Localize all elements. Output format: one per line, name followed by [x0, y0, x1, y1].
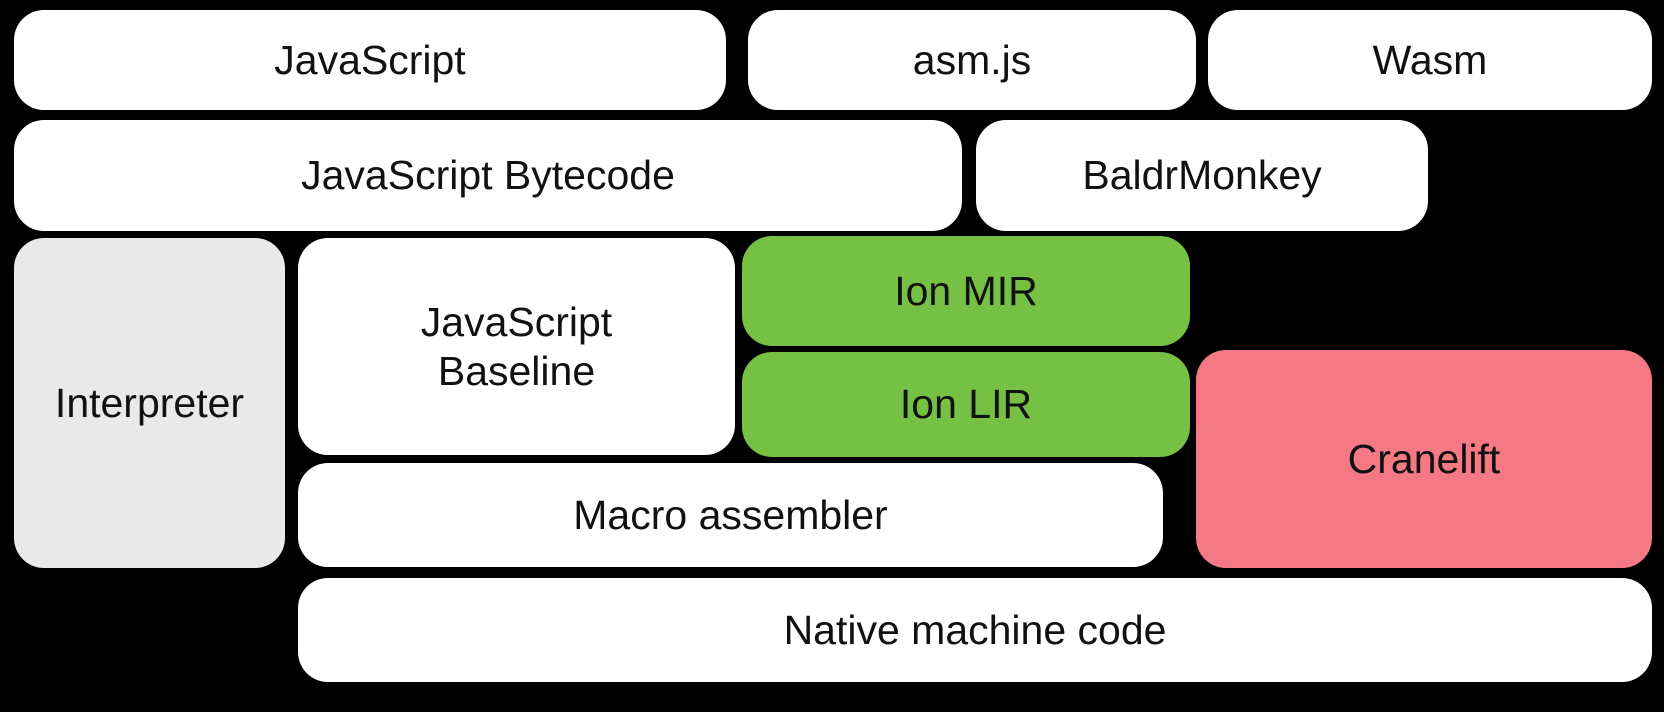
- block-javascript-baseline: JavaScript Baseline: [298, 238, 735, 455]
- block-ion-lir: Ion LIR: [742, 352, 1190, 457]
- block-interpreter: Interpreter: [14, 238, 285, 568]
- block-javascript-bytecode: JavaScript Bytecode: [14, 120, 962, 231]
- block-baldrmonkey: BaldrMonkey: [976, 120, 1428, 231]
- block-wasm: Wasm: [1208, 10, 1652, 110]
- block-ion-mir: Ion MIR: [742, 236, 1190, 346]
- block-javascript: JavaScript: [14, 10, 726, 110]
- block-macro-assembler: Macro assembler: [298, 463, 1163, 567]
- block-native-machine-code: Native machine code: [298, 578, 1652, 682]
- block-asmjs: asm.js: [748, 10, 1196, 110]
- block-cranelift: Cranelift: [1196, 350, 1652, 568]
